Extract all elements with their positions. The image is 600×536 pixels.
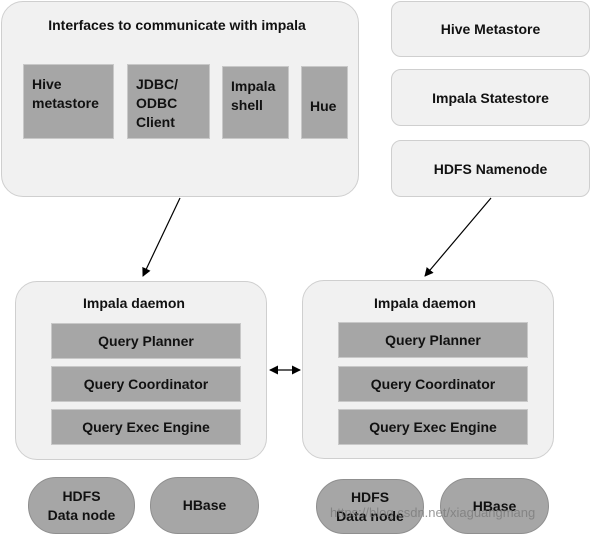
query-coordinator-right: Query Coordinator (338, 366, 528, 402)
interface-hive-metastore: Hive metastore (23, 64, 114, 139)
impala-statestore-box: Impala Statestore (391, 69, 590, 126)
hbase-right: HBase (440, 478, 549, 534)
query-exec-engine-left: Query Exec Engine (51, 409, 241, 445)
query-planner-right: Query Planner (338, 322, 528, 358)
arrow-namenode-to-daemon (424, 197, 492, 277)
impala-daemon-right: Impala daemon Query Planner Query Coordi… (302, 280, 554, 459)
impala-daemon-left-title: Impala daemon (83, 295, 185, 311)
query-coordinator-left: Query Coordinator (51, 366, 241, 402)
hdfs-data-node-left: HDFS Data node (28, 477, 135, 534)
interfaces-panel: Interfaces to communicate with impala Hi… (1, 1, 359, 197)
impala-daemon-left: Impala daemon Query Planner Query Coordi… (15, 281, 267, 460)
interface-jdbc-odbc-client: JDBC/ ODBC Client (127, 64, 210, 139)
hdfs-data-node-right: HDFS Data node (316, 479, 424, 534)
interfaces-title: Interfaces to communicate with impala (48, 17, 306, 33)
query-planner-left: Query Planner (51, 323, 241, 359)
hbase-left: HBase (150, 477, 259, 534)
arrow-interfaces-to-daemon (142, 197, 181, 277)
hive-metastore-box: Hive Metastore (391, 1, 590, 57)
query-exec-engine-right: Query Exec Engine (338, 409, 528, 445)
interface-impala-shell: Impala shell (222, 66, 289, 139)
hdfs-namenode-box: HDFS Namenode (391, 140, 590, 197)
interface-hue: Hue (301, 66, 348, 139)
impala-daemon-right-title: Impala daemon (374, 295, 476, 311)
